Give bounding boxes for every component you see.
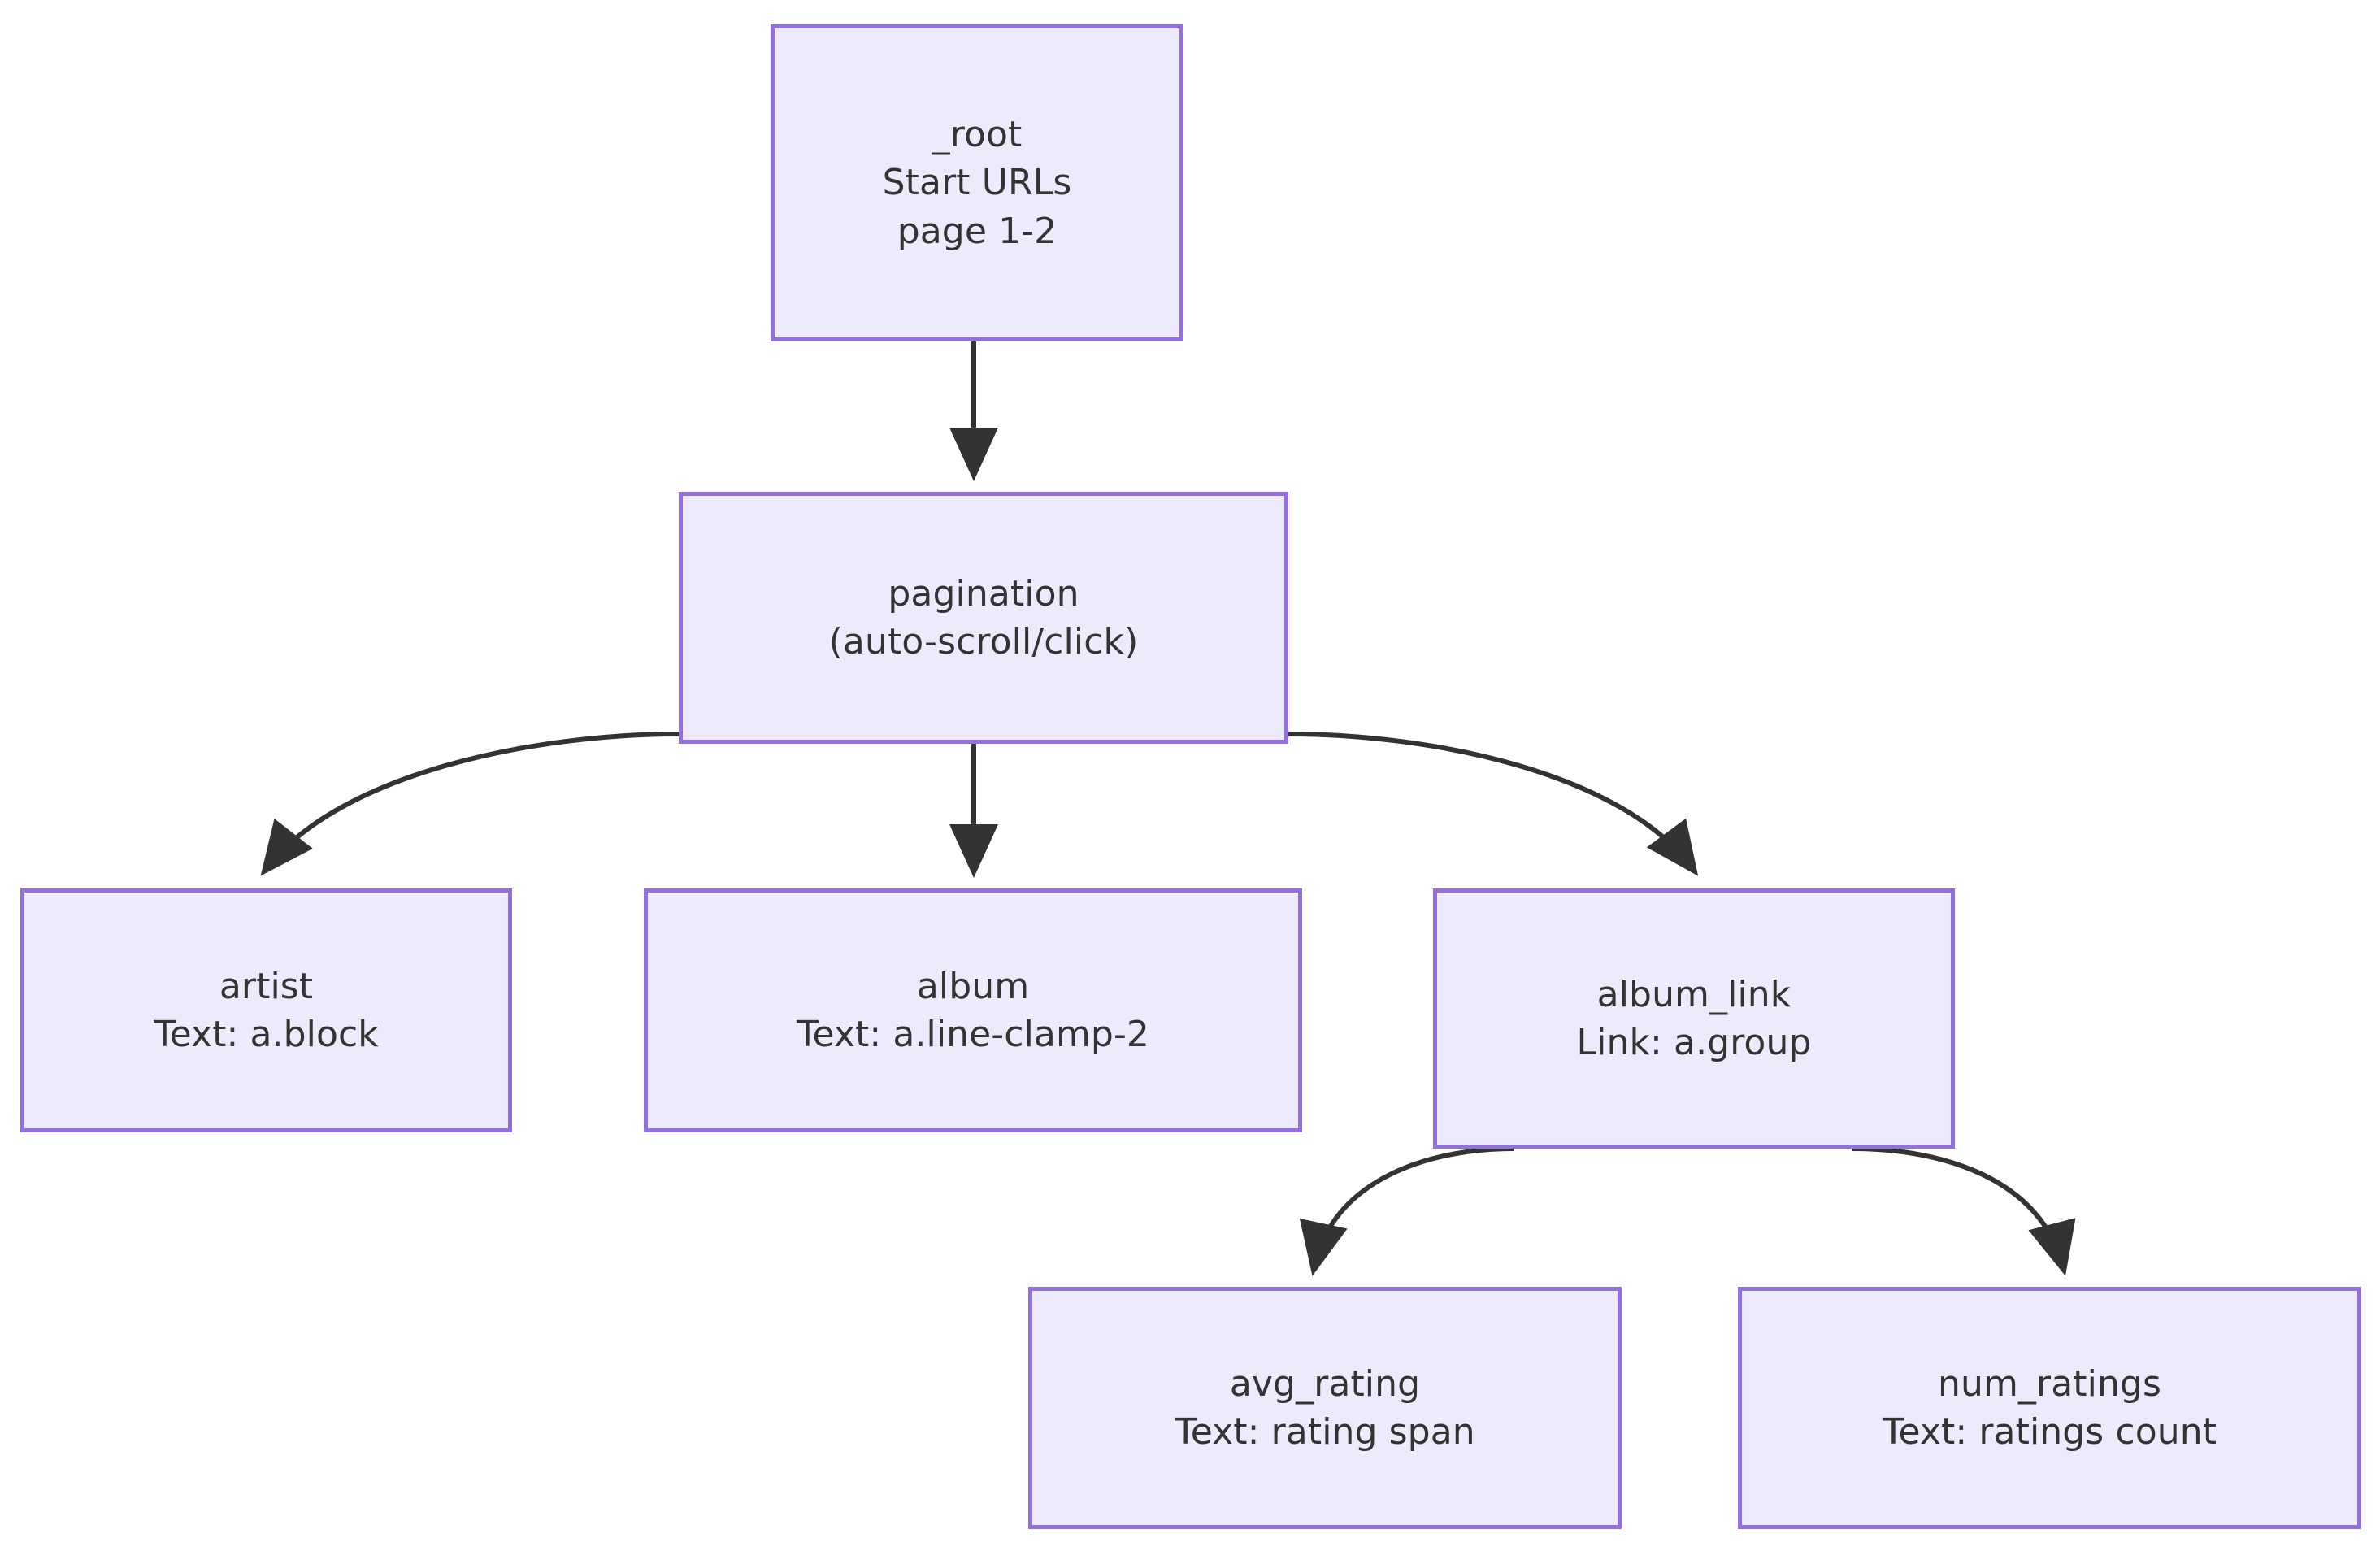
node-avg-rating-detail-1: Text: rating span (1175, 1411, 1475, 1453)
edge-pagination-to-artist (260, 732, 680, 876)
node-album-link[interactable]: album_link Link: a.group (1433, 888, 1955, 1149)
node-pagination-detail-1: (auto-scroll/click) (828, 621, 1139, 663)
node-album[interactable]: album Text: a.line-clamp-2 (644, 888, 1302, 1132)
node-avg-rating[interactable]: avg_rating Text: rating span (1028, 1287, 1622, 1529)
node-artist[interactable]: artist Text: a.block (20, 888, 512, 1132)
edge-album-link-to-avg-rating (1299, 1146, 1514, 1276)
node-album-label: album (916, 965, 1030, 1007)
node-pagination-label: pagination (888, 572, 1079, 615)
node-pagination[interactable]: pagination (auto-scroll/click) (679, 492, 1288, 744)
node-root-label: _root (932, 114, 1023, 156)
node-num-ratings-label: num_ratings (1937, 1362, 2161, 1405)
node-album-detail-1: Text: a.line-clamp-2 (796, 1014, 1150, 1055)
node-root-detail-1: Start URLs (882, 162, 1072, 204)
edge-album-link-to-num-ratings (1851, 1146, 2076, 1276)
node-root-detail-2: page 1-2 (897, 210, 1058, 252)
node-album-link-detail-1: Link: a.group (1576, 1022, 1812, 1063)
node-num-ratings-detail-1: Text: ratings count (1882, 1411, 2217, 1453)
node-artist-detail-1: Text: a.block (154, 1014, 379, 1055)
edge-pagination-to-album-link (1288, 732, 1699, 876)
node-num-ratings[interactable]: num_ratings Text: ratings count (1738, 1287, 2361, 1529)
node-root[interactable]: _root Start URLs page 1-2 (771, 24, 1183, 341)
node-artist-label: artist (219, 965, 314, 1007)
node-avg-rating-label: avg_rating (1229, 1362, 1421, 1405)
node-album-link-label: album_link (1596, 973, 1792, 1015)
